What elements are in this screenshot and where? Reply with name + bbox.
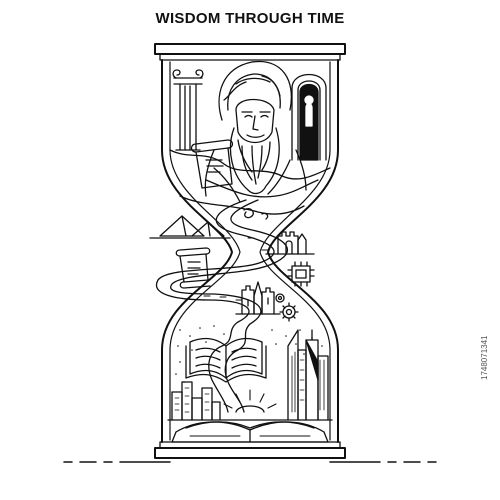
scroll-icon (175, 247, 211, 289)
scroll-icon (190, 139, 234, 189)
castle-icon (265, 231, 315, 255)
arch-window-icon (291, 74, 327, 161)
skyscraper-icon (171, 381, 221, 421)
column-icon (172, 69, 204, 151)
path-icon (155, 199, 289, 413)
stock-id-label: 1748071341 (480, 335, 489, 381)
philosopher-icon (204, 60, 319, 203)
castle-icon (235, 281, 281, 315)
book-icon (171, 421, 329, 443)
pyramid-icon (149, 215, 231, 239)
sunburst-icon (223, 389, 277, 413)
gear-icon (275, 293, 299, 322)
book-icon (185, 337, 267, 383)
page-title: WISDOM THROUGH TIME (155, 10, 345, 27)
microchip-icon (287, 261, 315, 287)
skyscraper-icon (287, 329, 329, 421)
hourglass-icon (154, 43, 346, 459)
